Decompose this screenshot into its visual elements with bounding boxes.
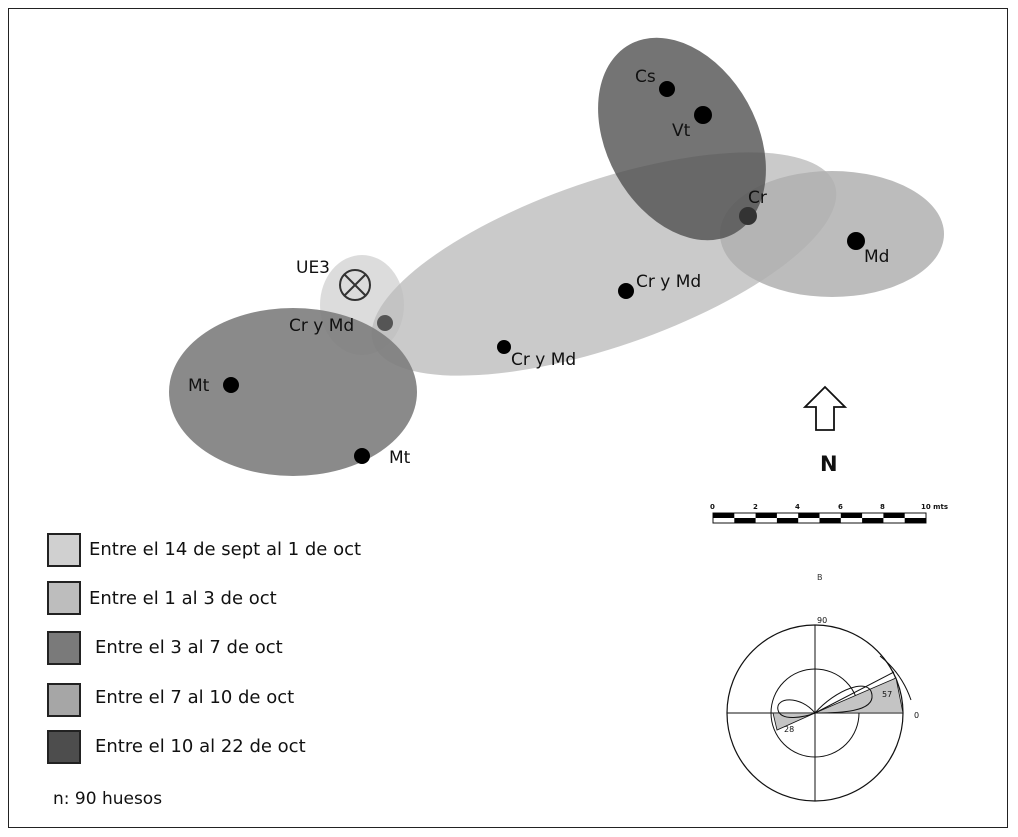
scale-tick-label: 10 mts xyxy=(921,503,948,511)
sample-count: n: 90 huesos xyxy=(53,789,162,809)
rose-labels: 90 0 57 28 xyxy=(784,616,919,734)
legend-swatch xyxy=(47,730,81,764)
north-label: N xyxy=(820,452,838,476)
rose-value-small: 28 xyxy=(784,725,794,734)
legend-label: Entre el 7 al 10 de oct xyxy=(95,687,294,708)
find-label: Md xyxy=(864,247,889,267)
legend: Entre el 14 de sept al 1 de oct Entre el… xyxy=(47,533,361,809)
find-label: Cr y Md xyxy=(289,316,354,336)
find-label: Cs xyxy=(635,67,656,87)
find-labels: Mt Mt Cr y Md Cr y Md Cr y Md Md Cr Cs V… xyxy=(188,67,889,468)
legend-label: Entre el 3 al 7 de oct xyxy=(95,637,283,658)
rose-diagram xyxy=(726,624,912,802)
find-point xyxy=(659,81,675,97)
north-arrow-icon xyxy=(802,385,848,431)
rose-label-0: 0 xyxy=(914,711,919,720)
scale-tick-label: 4 xyxy=(795,503,800,511)
find-point xyxy=(618,283,634,299)
ue3-marker-icon xyxy=(339,269,371,301)
legend-swatch xyxy=(47,683,81,717)
find-point xyxy=(739,207,757,225)
find-point xyxy=(497,340,511,354)
find-point xyxy=(377,315,393,331)
find-label: Cr y Md xyxy=(636,272,701,292)
scale-tick-label: 8 xyxy=(880,503,885,511)
scale-ticks: 0 2 4 6 8 10 mts xyxy=(710,503,948,511)
legend-swatch xyxy=(47,533,81,567)
legend-swatch xyxy=(47,631,81,665)
find-point xyxy=(223,377,239,393)
scale-tick-label: 2 xyxy=(753,503,758,511)
scale-bar xyxy=(712,512,927,524)
scale-tick-label: 6 xyxy=(838,503,843,511)
find-label: Cr y Md xyxy=(511,350,576,370)
find-label: Cr xyxy=(748,188,767,208)
legend-label: Entre el 1 al 3 de oct xyxy=(89,588,277,609)
find-point xyxy=(694,106,712,124)
ue3-label: UE3 xyxy=(296,258,330,278)
find-points xyxy=(223,81,865,464)
scale-tick-label: 0 xyxy=(710,503,715,511)
map-frame xyxy=(8,8,1008,828)
rose-panel-label: B xyxy=(817,573,823,582)
find-label: Mt xyxy=(188,376,210,396)
zone-north xyxy=(598,37,766,241)
find-label: Mt xyxy=(389,448,411,468)
zones xyxy=(169,37,944,476)
rose-value-large: 57 xyxy=(882,690,892,699)
legend-swatch xyxy=(47,581,81,615)
rose-label-90: 90 xyxy=(817,616,827,625)
find-point xyxy=(354,448,370,464)
legend-label: Entre el 10 al 22 de oct xyxy=(95,736,306,757)
zone-east xyxy=(720,171,944,297)
legend-label: Entre el 14 de sept al 1 de oct xyxy=(89,539,361,560)
zone-west xyxy=(169,308,417,476)
find-label: Vt xyxy=(672,121,691,141)
find-point xyxy=(847,232,865,250)
